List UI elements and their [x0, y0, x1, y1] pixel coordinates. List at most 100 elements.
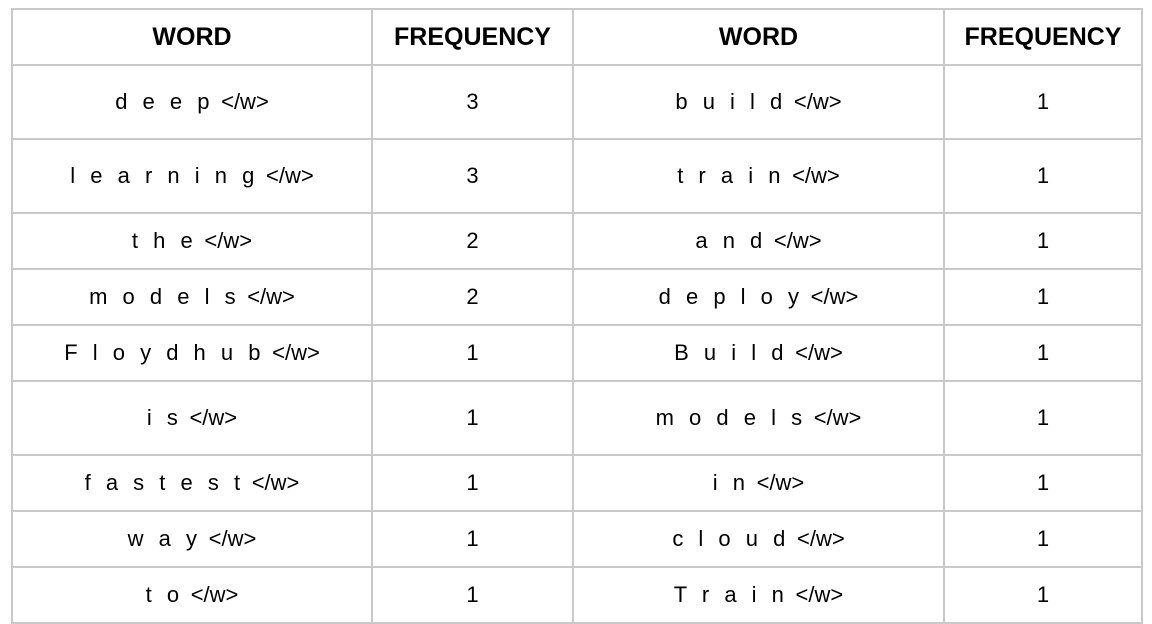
word-characters: t r a i n: [677, 163, 785, 188]
frequency-value: 1: [1036, 526, 1050, 551]
cell-word-left: f a s t e s t </w>: [11, 454, 373, 512]
cell-frequency-left: 2: [371, 268, 574, 326]
word-end-token: </w>: [810, 284, 859, 309]
word-token: i n </w>: [713, 470, 805, 496]
cell-word-right: T r a i n </w>: [572, 566, 945, 624]
cell-word-right: d e p l o y </w>: [572, 268, 945, 326]
cell-word-left: i s </w>: [11, 380, 373, 456]
frequency-value: 1: [1036, 228, 1050, 253]
cell-frequency-right: 1: [943, 380, 1143, 456]
table-row: i s </w> 1 m o d e l s </w> 1: [11, 380, 1143, 456]
frequency-value: 3: [466, 163, 479, 188]
table-row: f a s t e s t </w> 1 i n </w> 1: [11, 454, 1143, 512]
cell-frequency-right: 1: [943, 510, 1143, 568]
table-row: F l o y d h u b </w> 1 B u i l d </w> 1: [11, 324, 1143, 382]
word-characters: B u i l d: [674, 340, 789, 365]
word-characters: T r a i n: [673, 582, 789, 607]
table-header: WORD FREQUENCY WORD FREQUENCY: [11, 8, 1143, 66]
table-row: t o </w> 1 T r a i n </w> 1: [11, 566, 1143, 624]
word-end-token: </w>: [793, 89, 842, 114]
column-header-word-left: WORD: [11, 8, 373, 66]
word-token: t h e </w>: [132, 228, 252, 254]
frequency-value: 1: [466, 470, 479, 495]
cell-word-left: w a y </w>: [11, 510, 373, 568]
word-characters: i s: [146, 405, 183, 430]
cell-word-left: t h e </w>: [11, 212, 373, 270]
cell-frequency-right: 1: [943, 212, 1143, 270]
word-end-token: </w>: [272, 340, 320, 365]
table-row: m o d e l s </w> 2 d e p l o y </w> 1: [11, 268, 1143, 326]
frequency-value: 1: [1036, 89, 1050, 114]
word-end-token: </w>: [247, 284, 295, 309]
word-end-token: </w>: [813, 405, 862, 430]
word-characters: t h e: [131, 228, 198, 253]
word-characters: t o: [145, 582, 184, 607]
word-end-token: </w>: [773, 228, 822, 253]
frequency-value: 1: [1036, 340, 1050, 365]
table-header-row: WORD FREQUENCY WORD FREQUENCY: [11, 8, 1143, 66]
frequency-value: 1: [1036, 582, 1050, 607]
word-end-token: </w>: [190, 582, 239, 607]
cell-word-left: t o </w>: [11, 566, 373, 624]
word-characters: F l o y d h u b: [64, 340, 265, 365]
word-characters: b u i l d: [675, 89, 787, 114]
word-frequency-table: WORD FREQUENCY WORD FREQUENCY d e e p </…: [11, 8, 1143, 624]
word-end-token: </w>: [796, 526, 845, 551]
cell-word-right: B u i l d </w>: [572, 324, 945, 382]
word-token: b u i l d </w>: [675, 89, 841, 115]
frequency-value: 1: [466, 340, 479, 365]
word-end-token: </w>: [221, 89, 269, 114]
word-token: l e a r n i n g </w>: [70, 163, 313, 189]
word-token: m o d e l s </w>: [656, 405, 862, 431]
cell-frequency-left: 1: [371, 510, 574, 568]
word-characters: d e p l o y: [658, 284, 804, 309]
table-row: d e e p </w> 3 b u i l d </w> 1: [11, 64, 1143, 140]
word-end-token: </w>: [204, 228, 253, 253]
word-token: F l o y d h u b </w>: [64, 340, 320, 366]
frequency-value: 1: [1036, 470, 1050, 495]
frequency-value: 1: [1036, 405, 1050, 430]
cell-frequency-right: 1: [943, 324, 1143, 382]
word-token: d e p l o y </w>: [659, 284, 859, 310]
cell-word-right: i n </w>: [572, 454, 945, 512]
frequency-table-container: WORD FREQUENCY WORD FREQUENCY d e e p </…: [11, 8, 1143, 624]
cell-word-left: d e e p </w>: [11, 64, 373, 140]
frequency-value: 2: [466, 284, 479, 309]
word-end-token: </w>: [795, 340, 843, 365]
word-characters: a n d: [695, 228, 767, 253]
cell-frequency-left: 3: [371, 138, 574, 214]
word-end-token: </w>: [251, 470, 300, 495]
word-end-token: </w>: [795, 582, 844, 607]
frequency-value: 1: [466, 526, 479, 551]
table-row: w a y </w> 1 c l o u d </w> 1: [11, 510, 1143, 568]
word-end-token: </w>: [208, 526, 257, 551]
word-end-token: </w>: [189, 405, 238, 430]
cell-word-right: c l o u d </w>: [572, 510, 945, 568]
word-token: f a s t e s t </w>: [85, 470, 300, 496]
word-token: d e e p </w>: [115, 89, 269, 115]
cell-word-left: m o d e l s </w>: [11, 268, 373, 326]
table-row: l e a r n i n g </w> 3 t r a i n </w> 1: [11, 138, 1143, 214]
word-token: t r a i n </w>: [677, 163, 840, 189]
word-token: T r a i n </w>: [674, 582, 844, 608]
column-header-frequency-right: FREQUENCY: [943, 8, 1143, 66]
cell-frequency-left: 3: [371, 64, 574, 140]
cell-frequency-left: 1: [371, 566, 574, 624]
cell-frequency-left: 1: [371, 324, 574, 382]
word-characters: l e a r n i n g: [70, 163, 259, 188]
cell-frequency-right: 1: [943, 64, 1143, 140]
word-token: w a y </w>: [128, 526, 257, 552]
word-token: i s </w>: [147, 405, 237, 431]
cell-frequency-right: 1: [943, 268, 1143, 326]
word-token: a n d </w>: [695, 228, 821, 254]
word-characters: w a y: [127, 526, 202, 551]
frequency-value: 1: [466, 405, 479, 430]
cell-frequency-right: 1: [943, 138, 1143, 214]
frequency-value: 1: [1036, 284, 1050, 309]
frequency-value: 1: [1036, 163, 1050, 188]
frequency-value: 1: [466, 582, 479, 607]
cell-frequency-right: 1: [943, 454, 1143, 512]
word-token: B u i l d </w>: [674, 340, 843, 366]
